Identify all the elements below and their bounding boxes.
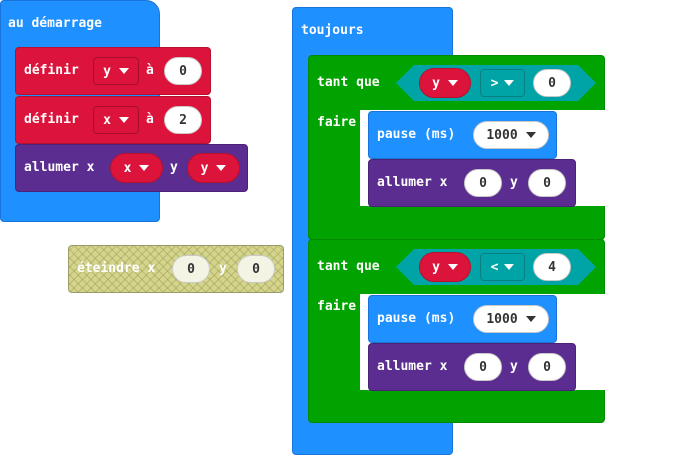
do-1-label: faire: [317, 115, 357, 130]
while-2-label: tant que: [317, 259, 380, 274]
while-2-value-input[interactable]: 4: [533, 253, 571, 281]
plot-x-variable-name: x: [123, 160, 132, 176]
chevron-down-icon: [525, 316, 536, 322]
while-1-variable-dropdown[interactable]: y: [419, 68, 471, 98]
while-1-variable-name: y: [432, 75, 440, 91]
set-y-to-label: à: [146, 63, 154, 78]
set-y-variable-name: y: [103, 63, 111, 79]
chevron-down-icon: [447, 80, 458, 86]
plot-2-y-label: y: [510, 359, 518, 374]
plot-y-variable-name: y: [200, 160, 209, 176]
plot-2-y-input[interactable]: 0: [528, 353, 566, 381]
pause-2-label: pause (ms): [377, 311, 456, 326]
pause-1-label: pause (ms): [377, 127, 456, 142]
chevron-down-icon: [139, 165, 150, 171]
set-y-label: définir: [24, 63, 79, 78]
pause-1-duration-dropdown[interactable]: 1000: [473, 121, 549, 149]
plot-x-variable-dropdown[interactable]: x: [110, 153, 163, 183]
pause-1-duration-value: 1000: [486, 127, 518, 143]
unplot-y-label: y: [219, 261, 227, 276]
chevron-down-icon: [525, 132, 536, 138]
plot-label: allumer x: [24, 160, 95, 175]
chevron-down-icon: [118, 117, 129, 123]
set-x-variable-dropdown[interactable]: x: [93, 106, 139, 134]
plot-1-label: allumer x: [377, 175, 448, 190]
chevron-down-icon: [447, 264, 458, 270]
plot-y-label: y: [170, 160, 178, 175]
unplot-y-input[interactable]: 0: [237, 255, 275, 283]
while-1-operator-dropdown[interactable]: >: [480, 69, 525, 97]
while-2-operator: <: [490, 259, 499, 275]
pause-2-duration-dropdown[interactable]: 1000: [473, 305, 549, 333]
plot-y-variable-dropdown[interactable]: y: [187, 153, 240, 183]
while-2-operator-dropdown[interactable]: <: [480, 253, 525, 281]
unplot-x-input[interactable]: 0: [172, 255, 210, 283]
plot-2-label: allumer x: [377, 359, 448, 374]
chevron-down-icon: [504, 80, 515, 86]
do-2-label: faire: [317, 299, 357, 314]
chevron-down-icon: [118, 68, 129, 74]
plot-1-y-input[interactable]: 0: [528, 169, 566, 197]
set-x-to-label: à: [146, 112, 154, 127]
plot-2-x-input[interactable]: 0: [464, 353, 502, 381]
pause-2-duration-value: 1000: [486, 311, 518, 327]
set-y-value-input[interactable]: 0: [164, 57, 202, 85]
set-y-variable-dropdown[interactable]: y: [93, 57, 139, 85]
set-x-variable-name: x: [103, 112, 111, 128]
set-x-label: définir: [24, 112, 79, 127]
unplot-label: éteindre x: [77, 261, 156, 276]
on-start-header: au démarrage: [8, 16, 102, 31]
forever-header: toujours: [301, 23, 364, 38]
chevron-down-icon: [504, 264, 515, 270]
plot-1-y-label: y: [510, 175, 518, 190]
while-1-operator: >: [490, 75, 499, 91]
while-1-value-input[interactable]: 0: [533, 69, 571, 97]
chevron-down-icon: [216, 165, 227, 171]
while-2-variable-dropdown[interactable]: y: [419, 252, 471, 282]
plot-1-x-input[interactable]: 0: [464, 169, 502, 197]
while-2-variable-name: y: [432, 259, 440, 275]
set-x-value-input[interactable]: 2: [164, 106, 202, 134]
while-1-label: tant que: [317, 75, 380, 90]
